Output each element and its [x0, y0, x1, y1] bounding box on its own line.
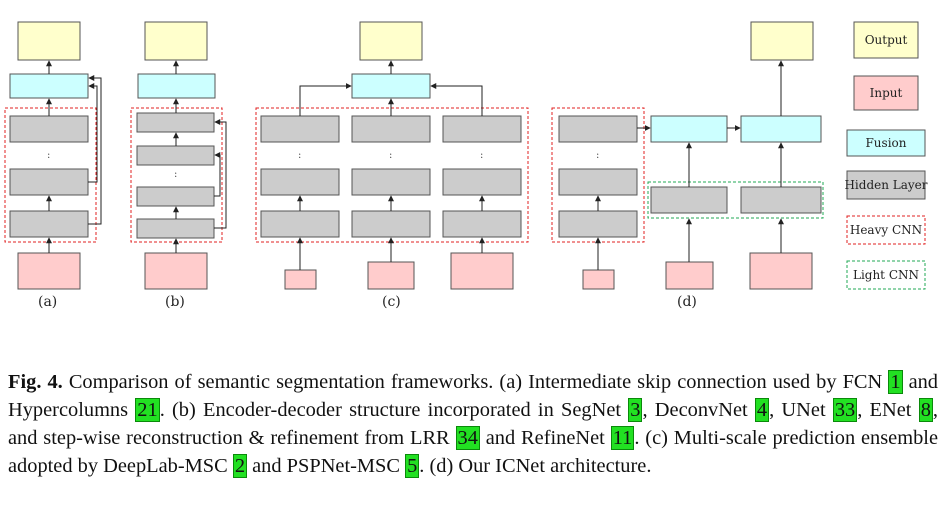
- input-box: [665, 261, 714, 290]
- panel-label-c: (c): [382, 294, 401, 310]
- legend-output-label: Output: [865, 33, 908, 47]
- hidden-layer-box: [136, 112, 215, 133]
- fusion-box: [351, 73, 431, 99]
- output-box: [17, 21, 81, 61]
- hidden-layer-box: [650, 186, 728, 214]
- hidden-layer-box: [351, 115, 431, 143]
- fusion-box: [9, 73, 89, 99]
- ellipsis: :: [174, 169, 177, 180]
- ellipsis: :: [480, 150, 483, 161]
- citation-link[interactable]: 4: [754, 398, 770, 422]
- caption-text: and Hypercolumns: [8, 371, 939, 421]
- input-box: [582, 269, 615, 290]
- hidden-layer-box: [260, 115, 340, 143]
- framework-diagram: : (a) : (b) :: [4, 21, 928, 310]
- hidden-layer-box: [260, 210, 340, 238]
- input-box: [450, 252, 514, 290]
- caption-text: , DeconvNet: [642, 399, 755, 421]
- ellipsis: :: [47, 150, 50, 161]
- legend-input-swatch: [853, 75, 919, 111]
- caption-text: , UNet: [769, 399, 833, 421]
- citation-link[interactable]: 21: [135, 398, 160, 422]
- citation-link[interactable]: 8: [918, 398, 933, 422]
- caption-text: . (b) Encoder-decoder structure incorpor…: [159, 399, 629, 421]
- legend-light-swatch: [846, 260, 926, 290]
- input-box: [284, 269, 317, 290]
- hidden-layer-box: [351, 168, 431, 196]
- caption-text: , and step-wise reconstruction & refinem…: [8, 399, 938, 449]
- citation-link[interactable]: 33: [832, 398, 858, 422]
- panel-c: : : : (c): [255, 21, 529, 310]
- fusion-box: [650, 115, 728, 143]
- hidden-layer-box: [351, 210, 431, 238]
- ellipsis: :: [389, 150, 392, 161]
- hidden-layer-box: [442, 168, 522, 196]
- panel-label-a: (a): [38, 294, 57, 310]
- legend-input-label: Input: [870, 86, 903, 100]
- citation-link[interactable]: 1: [888, 370, 903, 394]
- input-box: [749, 252, 813, 290]
- hidden-layer-box: [558, 115, 638, 143]
- output-box: [750, 21, 814, 61]
- panel-d: : (d): [551, 21, 824, 310]
- hidden-layer-box: [136, 145, 215, 166]
- caption-text: and RefineNet: [479, 427, 611, 449]
- output-box: [144, 21, 208, 61]
- figure-caption: Fig. 4. Comparison of semantic segmentat…: [8, 368, 938, 480]
- citation-link[interactable]: 11: [610, 426, 635, 450]
- caption-text: , ENet: [857, 399, 919, 421]
- citation-link[interactable]: 34: [455, 426, 480, 450]
- figure-label: Fig. 4.: [8, 371, 63, 393]
- hidden-layer-box: [9, 168, 89, 196]
- caption-text: . (c) Multi-scale prediction ensemble ad…: [8, 427, 939, 477]
- legend-fusion-swatch: [846, 129, 926, 157]
- legend-heavy-label: Heavy CNN: [850, 223, 922, 237]
- hidden-layer-box: [9, 210, 89, 238]
- hidden-layer-box: [260, 168, 340, 196]
- citation-link[interactable]: 3: [628, 398, 643, 422]
- legend-light-label: Light CNN: [853, 268, 919, 282]
- hidden-layer-box: [136, 186, 215, 207]
- caption-text: Comparison of semantic segmentation fram…: [62, 371, 889, 393]
- caption-text: and PSPNet-MSC: [247, 455, 406, 477]
- panel-b: : (b): [130, 21, 227, 310]
- light-cnn-region: [647, 181, 824, 219]
- legend-heavy-swatch: [846, 215, 926, 245]
- hidden-layer-box: [558, 168, 638, 196]
- citation-link[interactable]: 2: [232, 454, 248, 478]
- caption-text: . (d) Our ICNet architecture.: [419, 455, 652, 477]
- input-box: [17, 252, 81, 290]
- input-box: [367, 261, 415, 290]
- legend: Output Input Fusion Hidden Layer Heavy C…: [844, 21, 928, 290]
- hidden-layer-box: [740, 186, 822, 214]
- legend-hidden-swatch: [846, 170, 926, 200]
- panel-label-d: (d): [677, 294, 697, 310]
- hidden-layer-box: [9, 115, 89, 143]
- fusion-box: [740, 115, 822, 143]
- hidden-layer-box: [136, 218, 215, 239]
- ellipsis: :: [298, 150, 301, 161]
- citation-link[interactable]: 5: [405, 454, 420, 478]
- input-box: [144, 252, 208, 290]
- legend-fusion-label: Fusion: [865, 136, 906, 150]
- output-box: [359, 21, 423, 61]
- legend-hidden-label: Hidden Layer: [844, 178, 927, 192]
- fusion-box: [137, 73, 216, 99]
- panel-label-b: (b): [165, 294, 185, 310]
- panel-a: : (a): [4, 21, 102, 310]
- hidden-layer-box: [442, 115, 522, 143]
- ellipsis: :: [596, 150, 599, 161]
- hidden-layer-box: [558, 210, 638, 238]
- legend-output-swatch: [853, 21, 919, 59]
- hidden-layer-box: [442, 210, 522, 238]
